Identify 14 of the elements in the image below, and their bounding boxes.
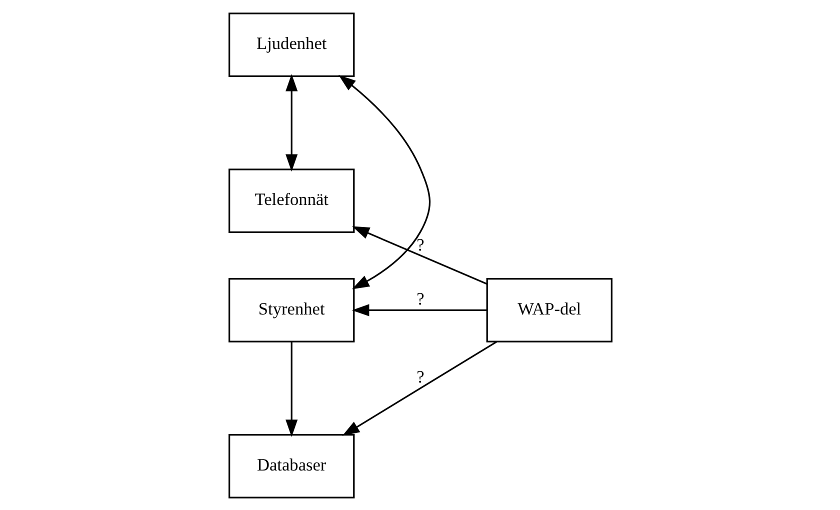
node-box: WAP-del [486, 277, 612, 342]
node-box: Styrenhet [228, 277, 354, 342]
edge-label: ? [416, 289, 424, 308]
edge-label: ? [416, 234, 424, 254]
arrow [285, 73, 298, 172]
arrow [352, 226, 487, 284]
edge-label: ? [416, 367, 424, 386]
arrow [338, 74, 430, 289]
node-box: Telefonnät [228, 168, 354, 233]
arrow [351, 304, 487, 316]
arrow [342, 340, 496, 436]
node-box: Ljudenhet [228, 12, 354, 77]
node-box: Databaser [228, 433, 354, 498]
arrow [285, 341, 298, 436]
